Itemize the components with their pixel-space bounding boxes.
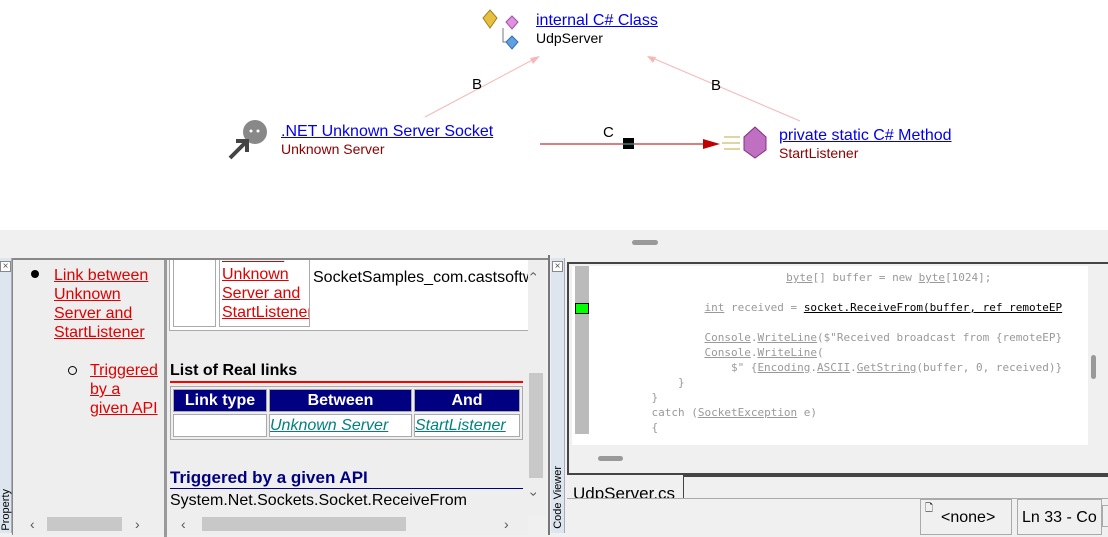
link-cell[interactable]: Between Unknown Server and StartListener <box>222 260 310 321</box>
scroll-left-icon[interactable]: ‹ <box>181 516 186 532</box>
scroll-down-icon[interactable]: › <box>526 491 543 497</box>
section-title: List of Real links <box>170 362 298 379</box>
scroll-thumb[interactable] <box>47 517 122 531</box>
code-hscroll-thumb[interactable] <box>598 456 623 461</box>
file-tab-label[interactable]: UdpServer.cs <box>573 484 676 498</box>
column-header: Between <box>269 389 412 412</box>
bullet-icon <box>31 270 39 278</box>
method-icon <box>722 126 767 159</box>
code-editor[interactable]: byte[] buffer = new byte[1024]; int rece… <box>567 262 1108 475</box>
edge-label: B <box>711 77 722 94</box>
scroll-thumb[interactable] <box>529 373 543 478</box>
code-text: byte[] buffer = new byte[1024]; int rece… <box>651 271 1063 434</box>
section-title: Triggered by a given API <box>170 468 368 487</box>
diagram-edges <box>228 9 801 160</box>
node-unknown-server[interactable]: .NET Unknown Server Socket Unknown Serve… <box>281 123 493 157</box>
dependency-diagram: internal C# Class UdpServer .NET Unknown… <box>0 0 1108 230</box>
close-icon[interactable]: × <box>552 261 563 272</box>
scroll-up-icon[interactable]: ‹ <box>526 271 543 277</box>
table-cell <box>173 260 216 327</box>
tree-pane: Link between Unknown Server and StartLis… <box>13 260 164 515</box>
highlight-marker <box>575 303 589 314</box>
property-panel: Link between Unknown Server and StartLis… <box>12 258 548 537</box>
scroll-thumb[interactable] <box>202 517 406 531</box>
table-cell <box>173 414 267 437</box>
context-value: <none> <box>941 509 996 526</box>
scroll-left-icon[interactable]: ‹ <box>30 516 35 532</box>
edge-label: B <box>472 76 483 93</box>
splitter-handle[interactable] <box>632 240 658 245</box>
scroll-right-icon[interactable]: › <box>135 516 140 532</box>
tab-line <box>684 475 1108 477</box>
between-link[interactable]: Unknown Server <box>269 414 412 437</box>
node-name: Unknown Server <box>281 141 385 157</box>
value-cell: SocketSamples_com.castsoftw <box>313 269 528 286</box>
tree-hscrollbar[interactable]: ‹ › <box>13 515 164 535</box>
panel-splitter[interactable] <box>0 230 1108 255</box>
tree-item-link[interactable]: Link between Unknown Server and StartLis… <box>54 267 149 341</box>
edge-b-left <box>424 56 539 118</box>
table-cell: Between Unknown Server and StartListener <box>219 260 310 327</box>
tab-property[interactable]: Property <box>0 489 12 531</box>
position-value: Ln 33 - Co <box>1022 509 1097 526</box>
status-icon <box>1102 505 1108 527</box>
code-vscroll-thumb[interactable] <box>1091 355 1096 379</box>
property-tab-strip: × Property <box>0 258 12 533</box>
status-position: Ln 33 - Co <box>1017 499 1102 535</box>
class-icon <box>482 9 519 50</box>
code-viewer-tab-strip: × Code Viewer <box>551 258 565 533</box>
content-hscrollbar[interactable]: ‹ › <box>167 515 528 535</box>
real-links-table: Link type Between And Unknown Server Sta… <box>170 386 523 440</box>
node-name: UdpServer <box>536 30 603 46</box>
close-icon[interactable]: × <box>0 261 11 272</box>
node-type-link[interactable]: internal C# Class <box>536 12 658 29</box>
node-startlistener[interactable]: private static C# Method StartListener <box>779 127 952 161</box>
content-pane: Between Unknown Server and StartListener… <box>167 260 528 515</box>
tree-child-link[interactable]: Triggered by a given API <box>90 362 158 417</box>
file-tab[interactable]: UdpServer.cs <box>567 475 684 498</box>
document-icon: 🗋 <box>925 503 934 514</box>
node-udpserver[interactable]: internal C# Class UdpServer <box>536 12 658 46</box>
status-bar: 🗋 <none> Ln 33 - Co <box>567 498 1108 535</box>
node-type-link[interactable]: .NET Unknown Server Socket <box>281 123 494 140</box>
and-link[interactable]: StartListener <box>414 414 520 437</box>
node-name: StartListener <box>779 145 859 161</box>
section-rule <box>170 488 523 489</box>
top-table: Between Unknown Server and StartListener… <box>169 260 528 331</box>
panel-divider[interactable] <box>548 255 550 535</box>
api-value: System.Net.Sockets.Socket.ReceiveFrom <box>170 492 467 509</box>
circle-bullet-icon <box>68 366 77 375</box>
code-area[interactable]: byte[] buffer = new byte[1024]; int rece… <box>572 266 1088 445</box>
section-rule <box>170 381 523 383</box>
edge-arrowhead <box>703 139 720 149</box>
table-row: Unknown Server StartListener <box>173 414 520 437</box>
column-header: And <box>414 389 520 412</box>
tab-code-viewer[interactable]: Code Viewer <box>552 466 564 529</box>
socket-icon <box>228 120 267 160</box>
column-header: Link type <box>173 389 267 412</box>
node-type-link[interactable]: private static C# Method <box>779 127 952 144</box>
scroll-right-icon[interactable]: › <box>504 516 509 532</box>
edge-label: C <box>603 124 614 141</box>
pane-divider[interactable] <box>164 260 167 537</box>
status-context: 🗋 <none> <box>920 499 1012 535</box>
edge-arrowhead <box>647 56 656 63</box>
content-vscrollbar[interactable]: ‹ › <box>526 260 546 515</box>
edge-b-right <box>649 56 801 122</box>
edge-arrowhead <box>530 56 540 64</box>
